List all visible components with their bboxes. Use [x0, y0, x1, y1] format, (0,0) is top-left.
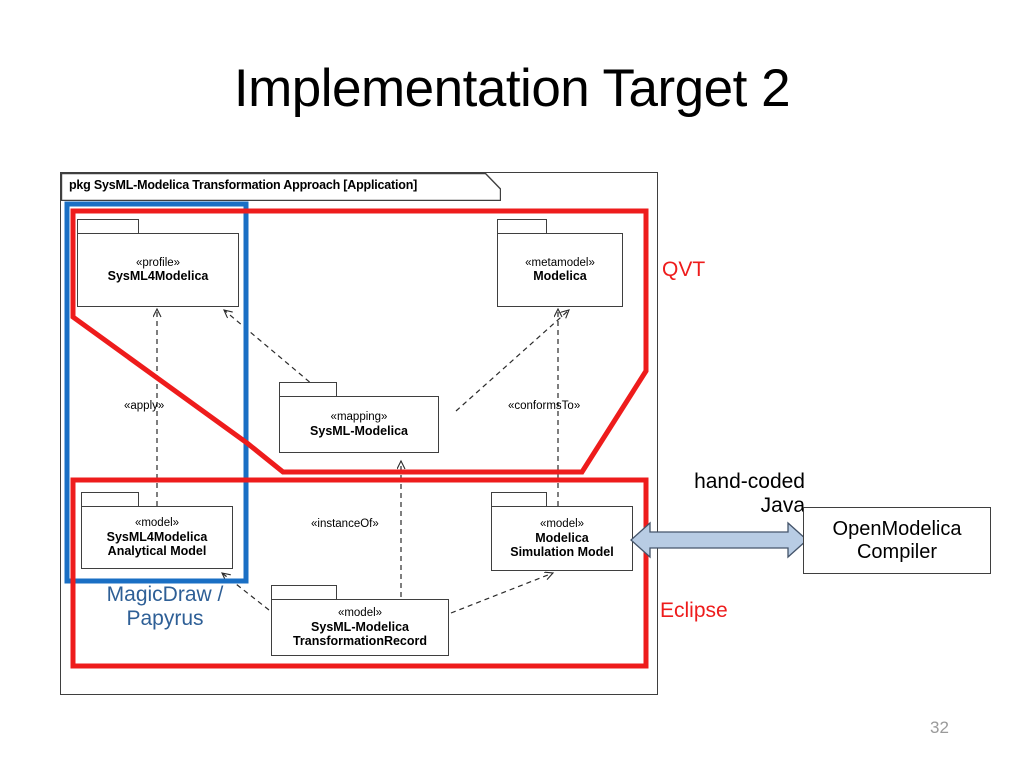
package-name: Modelica [533, 269, 587, 284]
package-tab-icon [77, 219, 139, 234]
package-sysml4modelica-profile[interactable]: «profile» SysML4Modelica [77, 219, 239, 307]
package-tab-icon [81, 492, 139, 507]
annotation-qvt: QVT [662, 258, 706, 281]
package-name: SysML-Modelica TransformationRecord [292, 619, 428, 648]
package-stereotype: «metamodel» [525, 256, 595, 269]
edge-label-apply: «apply» [124, 400, 165, 412]
diagram-frame-label: pkg SysML-Modelica Transformation Approa… [69, 178, 418, 192]
package-sysml-modelica-mapping[interactable]: «mapping» SysML-Modelica [279, 382, 439, 453]
package-body: «model» Modelica Simulation Model [491, 506, 633, 571]
package-tab-icon [491, 492, 547, 507]
package-body: «profile» SysML4Modelica [77, 233, 239, 307]
package-body: «model» SysML-Modelica TransformationRec… [271, 599, 449, 656]
edge-record-to-simulation [450, 573, 553, 614]
package-stereotype: «model» [337, 607, 383, 620]
package-transformation-record[interactable]: «model» SysML-Modelica TransformationRec… [271, 585, 449, 656]
annotation-magicdraw-papyrus: MagicDraw / Papyrus [106, 583, 224, 631]
package-name: SysML4Modelica Analytical Model [106, 529, 208, 558]
annotation-hand-coded-java: hand-coded Java [694, 470, 805, 518]
package-name: Modelica Simulation Model [510, 530, 614, 559]
annotation-eclipse: Eclipse [660, 599, 728, 622]
page-number: 32 [930, 718, 949, 737]
openmodelica-compiler-box[interactable]: OpenModelica Compiler [803, 507, 991, 574]
package-tab-icon [279, 382, 337, 397]
package-name: SysML-Modelica [310, 423, 408, 438]
diagram-frame-tab: pkg SysML-Modelica Transformation Approa… [61, 173, 501, 201]
edge-label-instance-of: «instanceOf» [311, 518, 379, 530]
package-simulation-model[interactable]: «model» Modelica Simulation Model [491, 492, 633, 571]
page-title: Implementation Target 2 [233, 59, 791, 118]
package-body: «mapping» SysML-Modelica [279, 396, 439, 453]
package-name: SysML4Modelica [107, 269, 209, 284]
package-analytical-model[interactable]: «model» SysML4Modelica Analytical Model [81, 492, 233, 569]
bidirectional-block-arrow-icon [628, 519, 810, 561]
package-body: «model» SysML4Modelica Analytical Model [81, 506, 233, 569]
package-stereotype: «profile» [135, 256, 181, 269]
package-body: «metamodel» Modelica [497, 233, 623, 307]
package-stereotype: «model» [134, 517, 180, 530]
package-tab-icon [497, 219, 547, 234]
uml-package-diagram-frame: pkg SysML-Modelica Transformation Approa… [60, 172, 658, 695]
package-stereotype: «model» [539, 518, 585, 531]
edge-mapping-to-metamodel [455, 310, 569, 412]
package-tab-icon [271, 585, 337, 600]
package-stereotype: «mapping» [330, 411, 388, 424]
package-modelica-metamodel[interactable]: «metamodel» Modelica [497, 219, 623, 307]
edge-label-conforms-to: «conformsTo» [508, 400, 581, 412]
